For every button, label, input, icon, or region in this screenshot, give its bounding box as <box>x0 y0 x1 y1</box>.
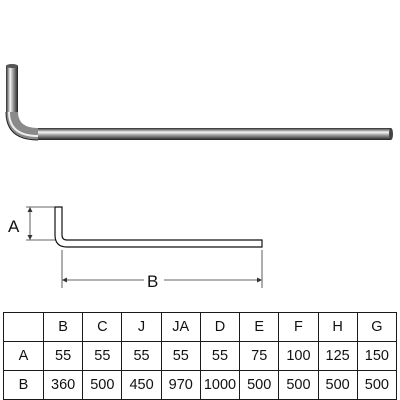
table-cell: G <box>356 312 398 342</box>
table-cell: D <box>199 312 241 342</box>
table-cell: 360 <box>42 370 84 400</box>
table-cell: B <box>42 312 84 342</box>
table-cell: 125 <box>317 341 358 371</box>
table-cell: 500 <box>278 370 319 400</box>
table-cell: E <box>239 312 280 342</box>
diagram-pipe-outline <box>54 206 263 248</box>
table-cell: 75 <box>239 341 280 371</box>
table-cell: 55 <box>121 341 162 371</box>
table-cell: F <box>278 312 319 342</box>
table-cell: 55 <box>42 341 84 371</box>
table-row: B 360 500 450 970 1000 500 500 500 500 <box>3 370 398 400</box>
table-cell: C <box>82 312 123 342</box>
table-cell: 450 <box>121 370 162 400</box>
table-cell: 500 <box>356 370 398 400</box>
table-cell: 970 <box>160 370 201 400</box>
dimension-diagram: A B <box>8 206 263 291</box>
table-cell: JA <box>160 312 201 342</box>
pipe-photo <box>5 64 393 141</box>
table-row: A 55 55 55 55 55 75 100 125 150 <box>3 341 398 371</box>
dimension-a-label: A <box>8 217 20 236</box>
table-cell: 150 <box>356 341 398 371</box>
table-cell <box>3 312 44 342</box>
table-cell: 500 <box>317 370 358 400</box>
table-header-row: B C J JA D E F H G <box>3 312 398 342</box>
table-cell: H <box>317 312 358 342</box>
pipe-opening <box>6 64 18 68</box>
table-cell: A <box>3 341 44 371</box>
table-cell: 1000 <box>199 370 241 400</box>
table-cell: 55 <box>199 341 241 371</box>
pipe-horizontal-leg <box>38 128 391 140</box>
table-cell: B <box>3 370 44 400</box>
pipe-vertical-leg <box>6 66 18 114</box>
dimension-table: B C J JA D E F H G A 55 55 55 55 55 75 1… <box>3 312 398 400</box>
table-cell: 500 <box>239 370 280 400</box>
pipe-end <box>389 128 393 140</box>
table-cell: 100 <box>278 341 319 371</box>
table-cell: 55 <box>160 341 201 371</box>
table-cell: 500 <box>82 370 123 400</box>
dimension-b-label: B <box>147 272 158 291</box>
table-cell: J <box>121 312 162 342</box>
table-cell: 55 <box>82 341 123 371</box>
